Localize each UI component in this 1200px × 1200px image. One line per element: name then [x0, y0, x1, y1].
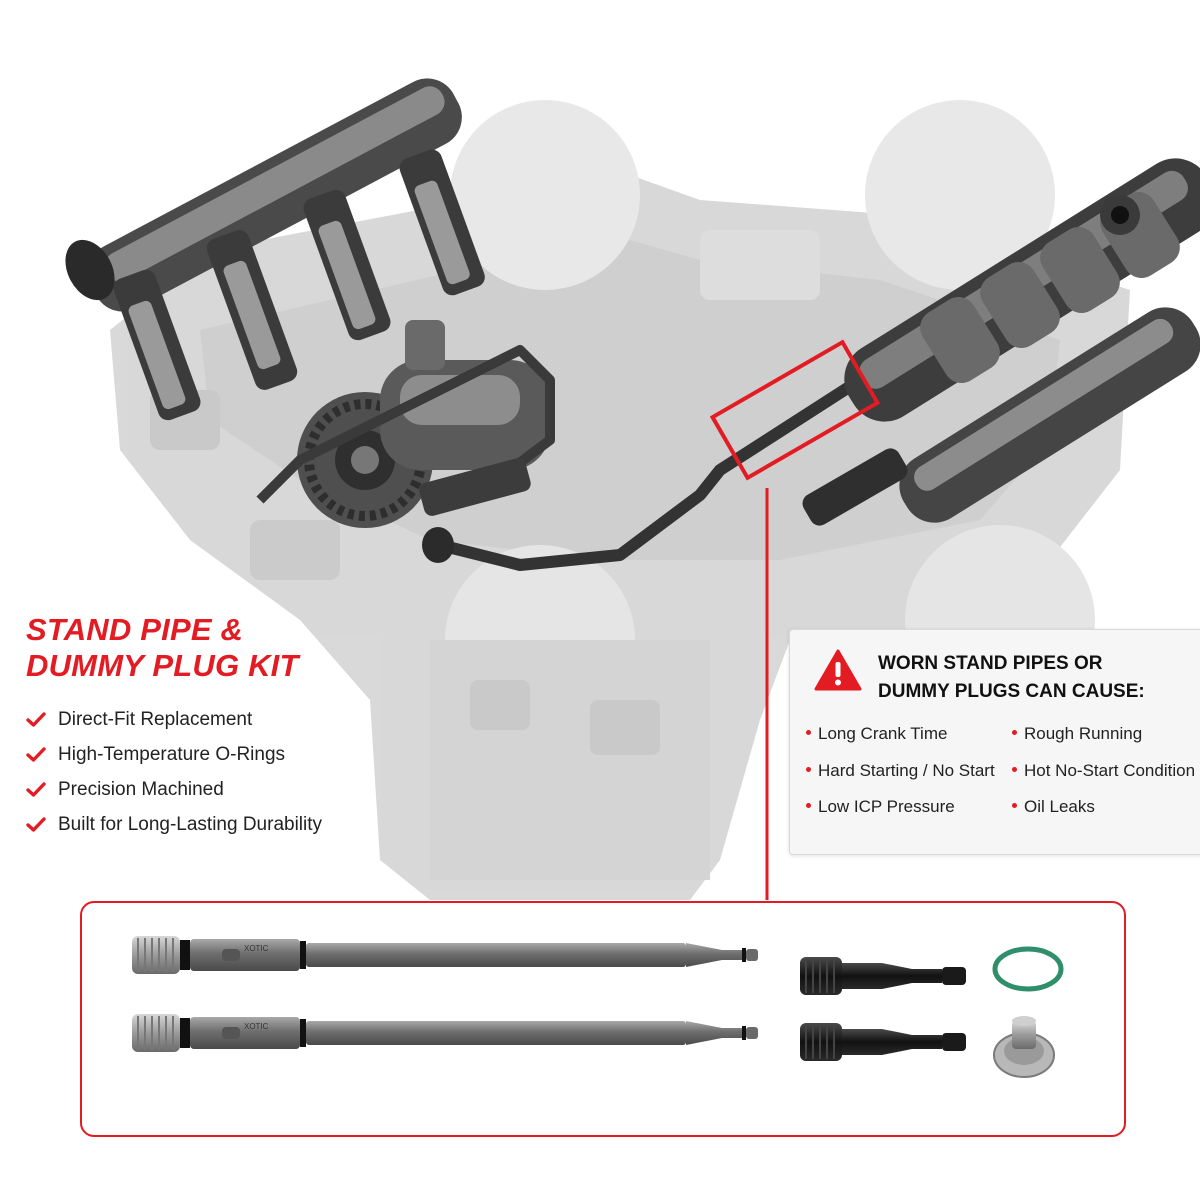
right-fuel-rail [802, 158, 1200, 526]
warning-title: WORN STAND PIPES OR DUMMY PLUGS CAN CAUS… [878, 650, 1198, 706]
feature-item: Direct-Fit Replacement [26, 702, 366, 737]
kit-title-block: STAND PIPE & DUMMY PLUG KIT Direct-Fit R… [26, 612, 366, 842]
warning-title-line-1: WORN STAND PIPES OR [878, 653, 1103, 674]
high-pressure-pump [256, 320, 555, 528]
feature-label: Built for Long-Lasting Durability [58, 814, 323, 835]
warning-title-line-2: DUMMY PLUGS CAN CAUSE: [878, 681, 1145, 702]
checkmark-icon [26, 747, 46, 762]
dummy-plug-2 [800, 1023, 966, 1061]
dummy-plug-1 [800, 957, 966, 995]
cause-item: Hard Starting / No Start [806, 761, 995, 781]
warning-box: WORN STAND PIPES OR DUMMY PLUGS CAN CAUS… [789, 629, 1200, 855]
highlight-callout [709, 339, 881, 900]
kit-title-line-1: STAND PIPE & [26, 612, 244, 647]
engine-illustration [65, 78, 1200, 900]
o-ring [992, 946, 1064, 992]
feature-item: High-Temperature O-Rings [26, 737, 366, 772]
checkmark-icon [26, 712, 46, 727]
feature-label: Direct-Fit Replacement [58, 709, 253, 730]
feature-item: Built for Long-Lasting Durability [26, 807, 366, 842]
feature-label: Precision Machined [58, 779, 224, 800]
feature-item: Precision Machined [26, 772, 366, 807]
cause-item: Low ICP Pressure [806, 797, 955, 817]
checkmark-icon [26, 817, 46, 832]
feature-label: High-Temperature O-Rings [58, 744, 286, 765]
pipe-2-marking: XOTIC [244, 1022, 269, 1031]
stand-pipe-2: XOTIC [132, 1014, 758, 1052]
cause-item: Long Crank Time [806, 724, 947, 744]
high-pressure-line [434, 374, 866, 571]
stand-pipe-1: XOTIC [132, 936, 758, 974]
pipe-1-marking: XOTIC [244, 944, 269, 953]
feature-list: Direct-Fit Replacement High-Temperature … [26, 702, 366, 842]
kit-title-line-2: DUMMY PLUG KIT [26, 648, 299, 683]
cause-item: Rough Running [1012, 724, 1142, 744]
checkmark-icon [26, 782, 46, 797]
warning-triangle-icon [814, 649, 862, 691]
kit-parts: XOTIC XOTIC [132, 936, 1064, 1078]
left-fuel-rail [65, 78, 485, 421]
kit-contents-box: XOTIC XOTIC [80, 901, 1126, 1137]
cause-item: Oil Leaks [1012, 797, 1095, 817]
cause-item: Hot No-Start Condition [1012, 761, 1195, 781]
drain-plug [993, 1016, 1055, 1078]
